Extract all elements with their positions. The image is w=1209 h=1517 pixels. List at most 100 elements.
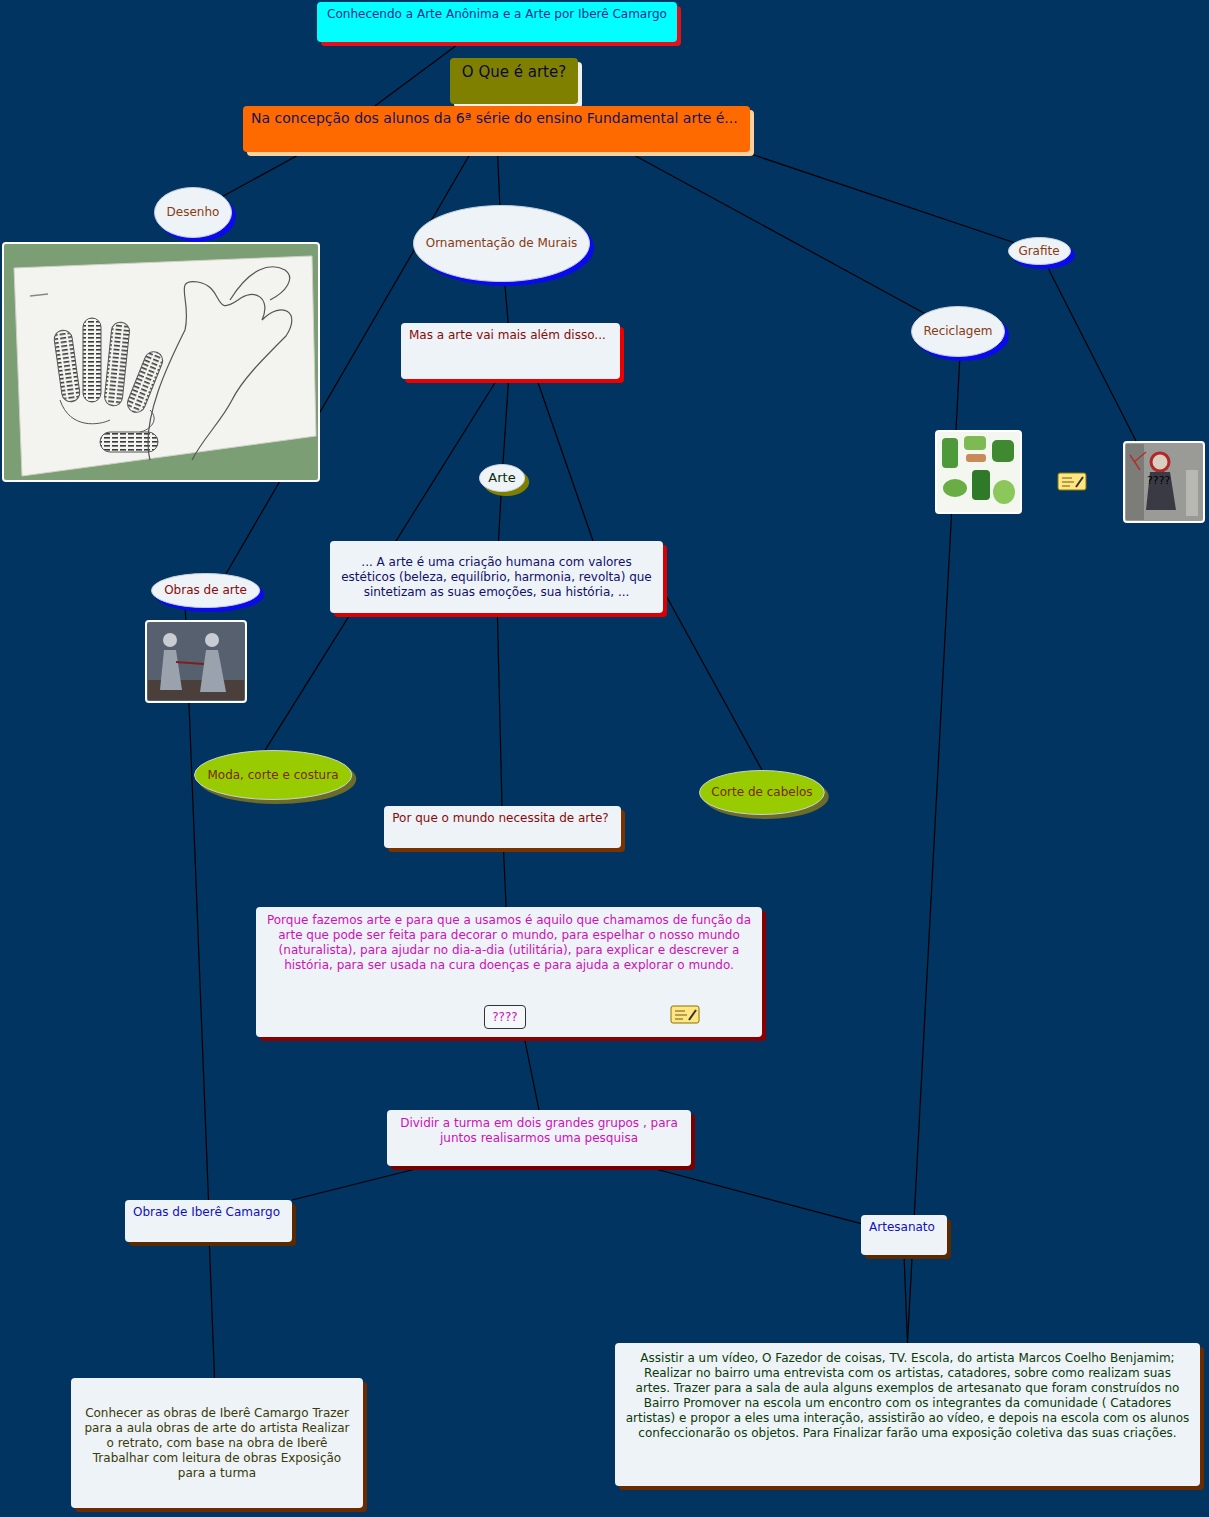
node-text: Obras de Iberê Camargo	[133, 1205, 280, 1220]
bottle	[943, 479, 967, 497]
concept-ellipse: Moda, corte e costura	[194, 750, 352, 800]
node-text: Corte de cabelos	[711, 785, 812, 800]
concept-box: Na concepção dos alunos da 6ª série do e…	[243, 106, 750, 152]
question-box: O Que é arte?	[450, 58, 578, 104]
concept-ellipse: Ornamentação de Murais	[413, 205, 590, 282]
note-icon	[671, 1006, 699, 1023]
paper-sheet	[14, 256, 316, 476]
painting-photo	[146, 621, 246, 702]
photo-frame	[936, 431, 1021, 513]
node-text: Dividir a turma em dois grandes grupos ,…	[395, 1116, 683, 1146]
node-text: Artesanato	[869, 1220, 935, 1235]
concept-ellipse: Obras de arte	[151, 573, 260, 608]
photo-frame	[146, 621, 246, 702]
figure-body	[160, 650, 182, 690]
title-box: Conhecendo a Arte Anônima e a Arte por I…	[317, 2, 677, 42]
node-text: ????	[492, 1010, 517, 1025]
text-box: Assistir a um vídeo, O Fazedor de coisas…	[615, 1343, 1200, 1486]
note-lines	[675, 1011, 687, 1019]
bottle	[992, 440, 1014, 462]
recycling-photo	[936, 431, 1021, 513]
concept-ellipse: Grafite	[1008, 237, 1071, 265]
linking-ellipse: Arte	[479, 464, 525, 492]
connector	[505, 282, 508, 323]
node-text: Conhecer as obras de Iberê Camargo Traze…	[79, 1406, 355, 1481]
node-text: Obras de arte	[164, 583, 247, 598]
connector	[904, 1255, 908, 1343]
bottle	[942, 438, 958, 468]
note-pencil	[1076, 477, 1083, 487]
graffiti-photo	[1124, 442, 1204, 522]
image-caption-text: ????	[1147, 474, 1170, 487]
inner-box: ????	[484, 1005, 526, 1029]
ellipse-fill	[194, 751, 351, 800]
node-text: Na concepção dos alunos da 6ª série do e…	[251, 110, 738, 128]
connector	[663, 590, 762, 770]
bottle	[964, 436, 986, 450]
concept-ellipse: Desenho	[154, 187, 232, 238]
connector	[628, 152, 925, 313]
node-text: Porque fazemos arte e para que a usamos …	[264, 913, 754, 973]
figure-head	[205, 633, 219, 647]
concept-box: Obras de Iberê Camargo	[125, 1200, 292, 1242]
text-box: Porque fazemos arte e para que a usamos …	[256, 907, 762, 1037]
leader-line	[1048, 268, 1136, 441]
traced-hand-outline	[148, 282, 292, 460]
node-text: Desenho	[167, 205, 220, 220]
ellipse-fill	[912, 307, 1005, 357]
concept-box: Artesanato	[861, 1215, 947, 1255]
note-icon	[1058, 473, 1086, 490]
inked-finger	[53, 329, 81, 403]
connector	[223, 152, 304, 196]
ellipse-fill	[414, 206, 590, 282]
note-paper	[671, 1006, 699, 1023]
photo-frame	[3, 243, 319, 481]
painting-stroke	[176, 662, 204, 664]
concept-box: Mas a arte vai mais além disso...	[401, 323, 620, 379]
ellipse-fill	[1008, 238, 1070, 265]
concept-ellipse: Corte de cabelos	[699, 770, 825, 815]
node-text: Ornamentação de Murais	[426, 236, 578, 251]
ellipse-fill	[155, 188, 232, 238]
figure-head	[163, 633, 177, 647]
connector	[503, 848, 506, 907]
concept-box: Dividir a turma em dois grandes grupos ,…	[387, 1110, 691, 1166]
node-text: Assistir a um vídeo, O Fazedor de coisas…	[625, 1351, 1190, 1441]
drawing-photo	[3, 243, 319, 481]
note-pencil	[689, 1010, 696, 1020]
node-text: ... A arte é uma criação humana com valo…	[338, 555, 655, 600]
hand-outline	[60, 400, 154, 432]
bottle	[993, 480, 1015, 504]
note-paper	[1058, 473, 1086, 490]
note-lines	[1062, 478, 1074, 486]
graffiti-tag	[1130, 452, 1146, 470]
figure-body	[1146, 472, 1176, 510]
node-text: Arte	[488, 470, 515, 486]
connector	[497, 613, 502, 806]
figure-body	[200, 650, 226, 692]
inked-thumb	[100, 432, 158, 452]
node-text: Mas a arte vai mais além disso...	[409, 328, 606, 343]
photo-frame	[1124, 442, 1204, 522]
connector	[644, 1166, 861, 1224]
figure-head	[1151, 453, 1169, 471]
node-text: Reciclagem	[923, 324, 992, 339]
wall-patch	[1186, 470, 1198, 516]
ellipse-fill	[700, 771, 825, 815]
concept-box: Por que o mundo necessita de arte?	[384, 806, 620, 848]
connector	[498, 152, 500, 205]
ellipse-fill	[151, 574, 259, 608]
connector	[745, 152, 1014, 243]
inked-finger	[125, 349, 166, 415]
connector	[292, 1166, 427, 1200]
concept-ellipse: Reciclagem	[911, 306, 1005, 357]
node-text: Moda, corte e costura	[207, 768, 338, 783]
hand	[966, 454, 986, 462]
inked-finger	[83, 318, 101, 402]
node-text: Grafite	[1018, 244, 1059, 259]
connector	[498, 492, 501, 541]
concept-box: ... A arte é uma criação humana com valo…	[330, 541, 663, 613]
bottle	[972, 470, 990, 500]
